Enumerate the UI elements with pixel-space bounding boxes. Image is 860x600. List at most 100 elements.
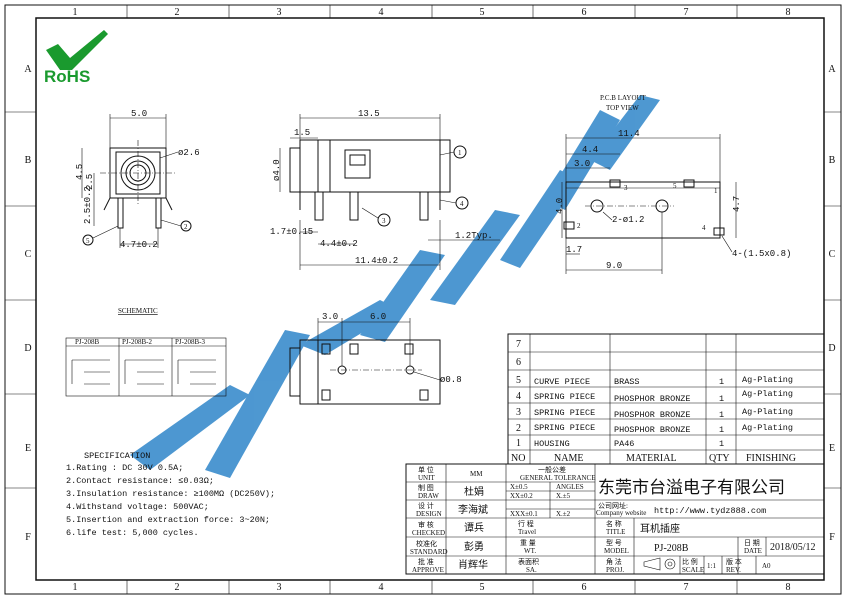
dim-label: 1.7 [566,245,582,255]
bom-row-no: 6 [516,357,521,368]
pcb-title: P.C.B LAYOUT [600,94,647,102]
dim-label: 4.0 [555,198,565,214]
grid-row-label: A [828,64,836,75]
bom-row-qty: 1 [719,425,724,435]
dim-label: 3.0 [574,159,590,169]
grid-row-label: D [828,343,835,354]
tb-approve-value: 肖辉华 [458,558,488,571]
dim-label: 4.5 [75,164,85,180]
bottom-view: 3.0 6.0 ø0.8 [289,312,462,405]
side-view: 13.5 1.5 ø4.0 1.7±0.15 4.4±0.2 11.4±0.2 … [270,109,500,270]
tb-tolerance: ANGLES [556,483,584,491]
tb-tolerance: XX±0.2 [510,492,533,500]
pcb-subtitle: TOP VIEW [606,104,639,112]
schematic-title: SCHEMATIC [118,307,158,315]
tb-date-value: 2018/05/12 [770,542,816,553]
tb-label: DATE [744,547,762,555]
grid-col-label: 5 [480,582,485,593]
tb-label: Company website [596,509,646,517]
bom-header-qty: QTY [709,453,730,464]
rohs-logo: RoHS [44,30,108,86]
pad-number: 2 [577,222,581,230]
tb-label: UNIT [418,474,435,482]
bom-row-name: HOUSING [534,439,570,449]
tb-label: 单 位 [418,465,434,474]
dim-label: 13.5 [358,109,380,119]
spec-line: 3.Insulation resistance: ≥100MΩ (DC250V)… [66,489,275,499]
grid-col-label: 8 [786,582,791,593]
grid-row-label: C [25,249,32,260]
tb-label: 比 例 [682,557,698,566]
dim-label: 4.4±0.2 [320,239,358,249]
tb-tolerance: XXX±0.1 [510,510,538,518]
grid-row-label: B [829,155,836,166]
dim-label: 5.0 [131,109,147,119]
grid-rows: A B C D E F A B C D E F [5,64,841,543]
callout-number: 5 [86,237,90,245]
tb-label: 行 程 [518,519,534,528]
grid-row-label: E [829,443,835,454]
bom-row-qty: 1 [719,394,724,404]
spec-line: 2.Contact resistance: ≤0.03Ω; [66,476,214,486]
bom-row-finishing: Ag-Plating [742,423,793,433]
schematic: SCHEMATIC PJ-208B PJ-208B-2 PJ-208B-3 [65,307,227,397]
grid-col-label: 4 [379,582,384,593]
tb-check-value: 谭兵 [464,521,484,534]
tb-label: 一般公差 [538,465,566,474]
bom-row-no: 4 [516,391,521,402]
bom-row-material: PHOSPHOR BRONZE [614,394,691,404]
outer-border [4,4,842,595]
grid-col-label: 3 [277,7,282,18]
grid-col-label: 2 [175,582,180,593]
dim-label: 4-(1.5x0.8) [732,249,791,259]
dim-label: 4.4 [582,145,598,155]
bom-row-name: SPRING PIECE [534,423,595,433]
dim-label: 4.7±0.2 [120,240,158,250]
tb-label: 日 期 [744,539,760,547]
tb-label: REV. [726,566,741,574]
tb-label: 重 量 [520,539,536,547]
callout-number: 2 [184,223,188,231]
tb-label: 设 计 [418,501,434,510]
grid-row-label: E [25,443,31,454]
bom-row-material: PHOSPHOR BRONZE [614,410,691,420]
dim-label: 1.5 [294,128,310,138]
grid-col-label: 8 [786,7,791,18]
bom-table: 7 6 5 CURVE PIECE BRASS 1 Ag-Plating 4 S… [507,333,825,465]
grid-col-label: 6 [582,582,587,593]
dim-label: ø4.0 [272,159,282,181]
grid-col-label: 1 [73,7,78,18]
tb-label: DESIGN [416,510,442,518]
tb-design-value: 李海斌 [458,503,488,516]
pad-number: 4 [702,224,706,232]
tb-label: APPROVE [412,566,444,574]
grid-row-label: A [24,64,32,75]
grid-row-label: D [24,343,31,354]
grid-col-label: 3 [277,582,282,593]
specification: SPECIFICATION 1.Rating : DC 30V 0.5A; 2.… [66,451,275,538]
dim-label: 1.7±0.15 [270,227,313,237]
tb-model-value: PJ-208B [654,543,689,554]
dim-label: 11.4 [618,129,640,139]
tb-label: CHECKED [412,529,445,537]
bom-header-finishing: FINISHING [746,453,796,464]
bom-row-finishing: Ag-Plating [742,407,793,417]
bom-row-no: 3 [516,407,521,418]
spec-line: 6.life test: 5,000 cycles. [66,528,199,538]
bom-row-material: BRASS [614,377,640,387]
company-website: http://www.tydz888.com [654,506,766,516]
tb-label: SA. [526,566,537,574]
tb-tolerance: X.±5 [556,492,571,500]
dim-label: 6.0 [370,312,386,322]
tb-label: DRAW [418,492,439,500]
bom-header-name: NAME [554,453,583,464]
tb-label: Travel [518,528,536,536]
grid-col-label: 1 [73,582,78,593]
tb-draw-value: 杜娟 [464,485,484,498]
tb-std-value: 彭勇 [464,540,484,553]
tb-tolerance: X.±2 [556,510,571,518]
company-name: 东莞市台溢电子有限公司 [598,478,785,498]
grid-col-label: 5 [480,7,485,18]
bom-row-name: CURVE PIECE [534,377,590,387]
